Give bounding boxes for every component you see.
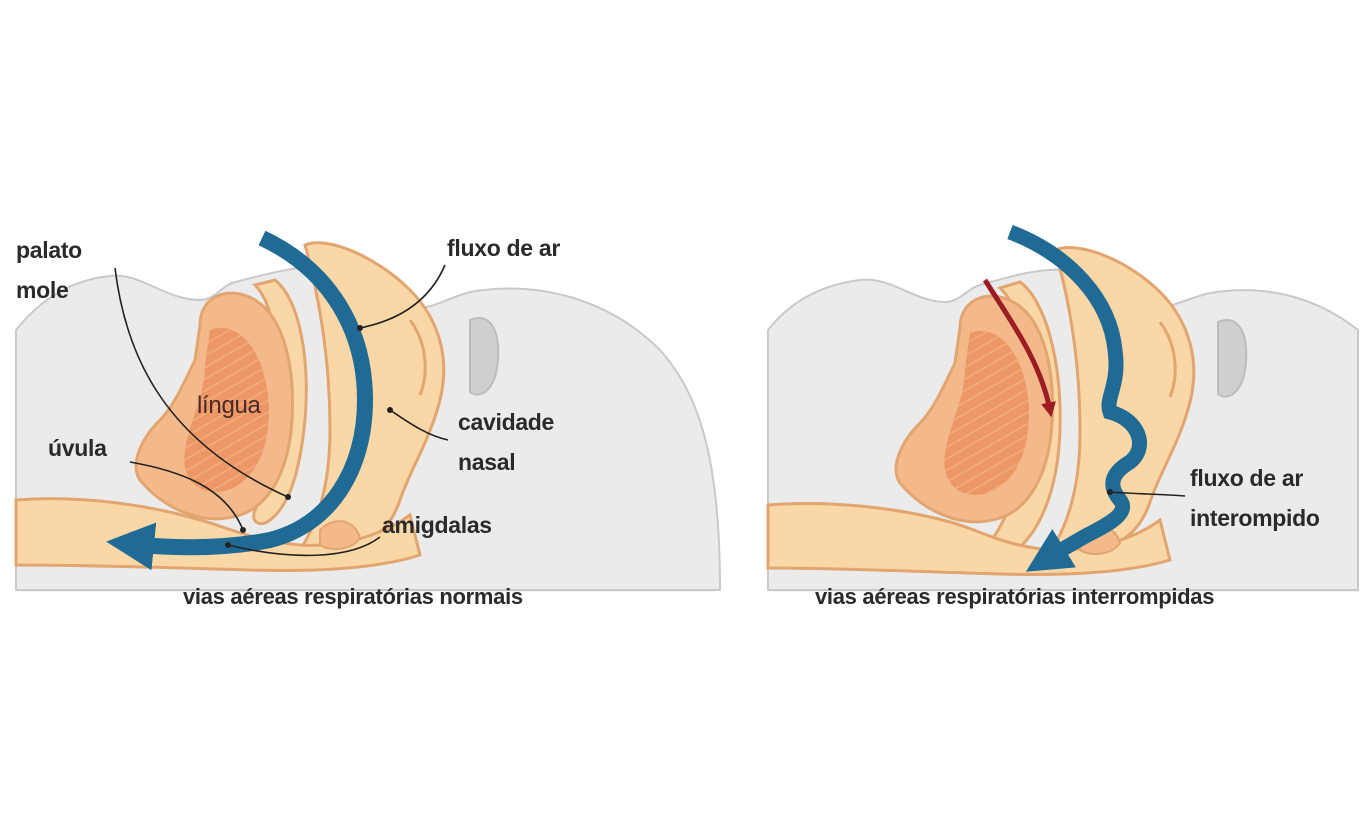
airflow-arrow-left — [106, 230, 374, 571]
leader-lines-left — [114, 264, 449, 557]
leader-lines-right — [1109, 491, 1186, 497]
obstructed-airway-illustration — [766, 224, 1359, 592]
ear-right — [1217, 319, 1248, 398]
label-nasal-cavity-line1: cavidade — [458, 409, 555, 435]
caption-obstructed-airway: vias aéreas respiratórias interrompidas — [815, 584, 1215, 609]
leader-interrupted-flow — [1109, 491, 1186, 497]
ear-left — [469, 317, 500, 396]
label-soft-palate: palato mole — [16, 230, 82, 310]
leader-uvula — [129, 461, 244, 531]
leader-tonsils — [227, 536, 381, 557]
leader-dots-left — [225, 325, 393, 548]
leader-nasal — [389, 409, 449, 441]
label-uvula: úvula — [48, 435, 107, 461]
tonsils-left — [319, 520, 362, 551]
label-nasal-cavity: cavidade nasal — [458, 402, 554, 482]
caption-normal-airway: vias aéreas respiratórias normais — [183, 584, 523, 609]
label-airflow: fluxo de ar — [447, 235, 561, 261]
blocked-flow-arrow — [982, 278, 1056, 418]
nasal-turbinate-right — [1158, 321, 1177, 398]
nasal-turbinate-left — [408, 319, 427, 396]
label-interrupted-airflow-line2: interompido — [1190, 505, 1320, 531]
label-interrupted-airflow: fluxo de ar interompido — [1190, 458, 1320, 538]
nasal-tissue-right — [1047, 246, 1196, 554]
leader-airflow — [359, 264, 446, 329]
label-soft-palate-line2: mole — [16, 277, 69, 303]
label-soft-palate-line1: palato — [16, 237, 82, 263]
normal-airway-illustration — [14, 230, 722, 592]
label-nasal-cavity-line2: nasal — [458, 449, 516, 475]
label-interrupted-airflow-line1: fluxo de ar — [1190, 465, 1304, 491]
head-silhouette-right — [767, 268, 1359, 591]
label-tongue: língua — [197, 392, 261, 419]
leader-dot-right — [1107, 489, 1113, 495]
tongue-muscle-right — [944, 330, 1029, 495]
airflow-interrupted-arrow — [1007, 224, 1147, 572]
leader-palate — [114, 267, 289, 498]
tongue-muscle-left — [184, 327, 269, 492]
label-tonsils: amigdalas — [382, 512, 492, 538]
